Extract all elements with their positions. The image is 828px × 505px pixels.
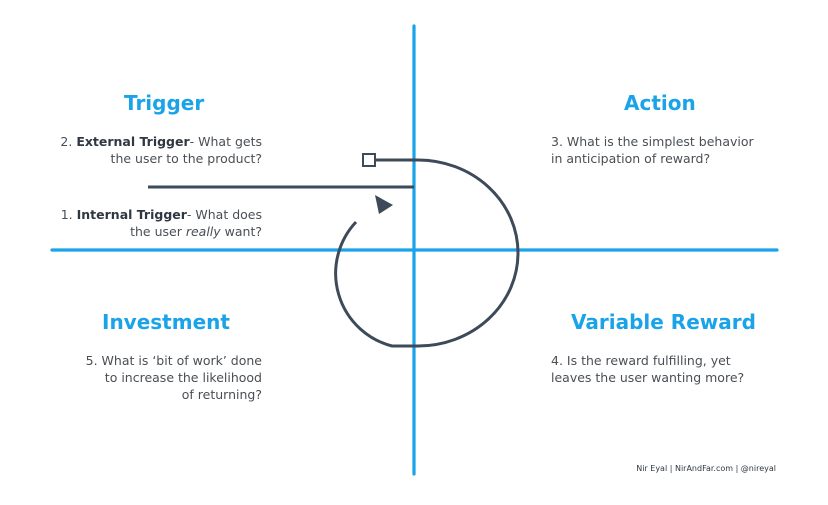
internal-trigger-text-2-post: want?	[220, 224, 262, 239]
hook-loop-path	[334, 158, 520, 348]
investment-text-2: to increase the likelihood	[104, 370, 262, 385]
author-credit: Nir Eyal | NirAndFar.com | @nireyal	[636, 464, 776, 473]
internal-trigger-line-2: the user really want?	[61, 223, 262, 240]
internal-trigger-number: 1.	[60, 207, 73, 222]
investment-description: 5. What is ‘bit of work’ done to increas…	[86, 352, 262, 403]
internal-trigger-text-2-pre: the user	[130, 224, 186, 239]
loop-arrowhead-icon	[375, 195, 393, 214]
internal-trigger-description: 1. Internal Trigger- What does the user …	[61, 206, 262, 240]
action-text-1: 3. What is the simplest behavior	[551, 134, 754, 149]
variable-reward-heading: Variable Reward	[571, 310, 756, 334]
external-trigger-number: 2.	[60, 134, 73, 149]
variable-reward-text-2: leaves the user wanting more?	[551, 370, 745, 385]
variable-reward-description: 4. Is the reward fulfilling, yet leaves …	[551, 352, 744, 386]
loop-start-square	[362, 153, 376, 167]
action-heading: Action	[624, 91, 696, 115]
external-trigger-label: External Trigger	[76, 134, 190, 149]
external-trigger-line-1: 2. External Trigger- What gets	[60, 133, 262, 150]
variable-reward-text-1: 4. Is the reward fulfilling, yet	[551, 353, 731, 368]
action-text-2: in anticipation of reward?	[551, 151, 711, 166]
external-trigger-text-2: the user to the product?	[110, 151, 262, 166]
investment-heading: Investment	[102, 310, 230, 334]
internal-trigger-line-1: 1. Internal Trigger- What does	[61, 206, 262, 223]
investment-text-3: of returning?	[181, 387, 262, 402]
trigger-heading: Trigger	[124, 91, 205, 115]
internal-trigger-label: Internal Trigger	[76, 207, 187, 222]
action-description: 3. What is the simplest behavior in anti…	[551, 133, 754, 167]
investment-text-1: 5. What is ‘bit of work’ done	[85, 353, 262, 368]
internal-trigger-emphasis: really	[185, 224, 221, 239]
internal-trigger-text-1: - What does	[186, 207, 262, 222]
external-trigger-description: 2. External Trigger- What gets the user …	[60, 133, 262, 167]
external-trigger-text-1: - What gets	[189, 134, 262, 149]
